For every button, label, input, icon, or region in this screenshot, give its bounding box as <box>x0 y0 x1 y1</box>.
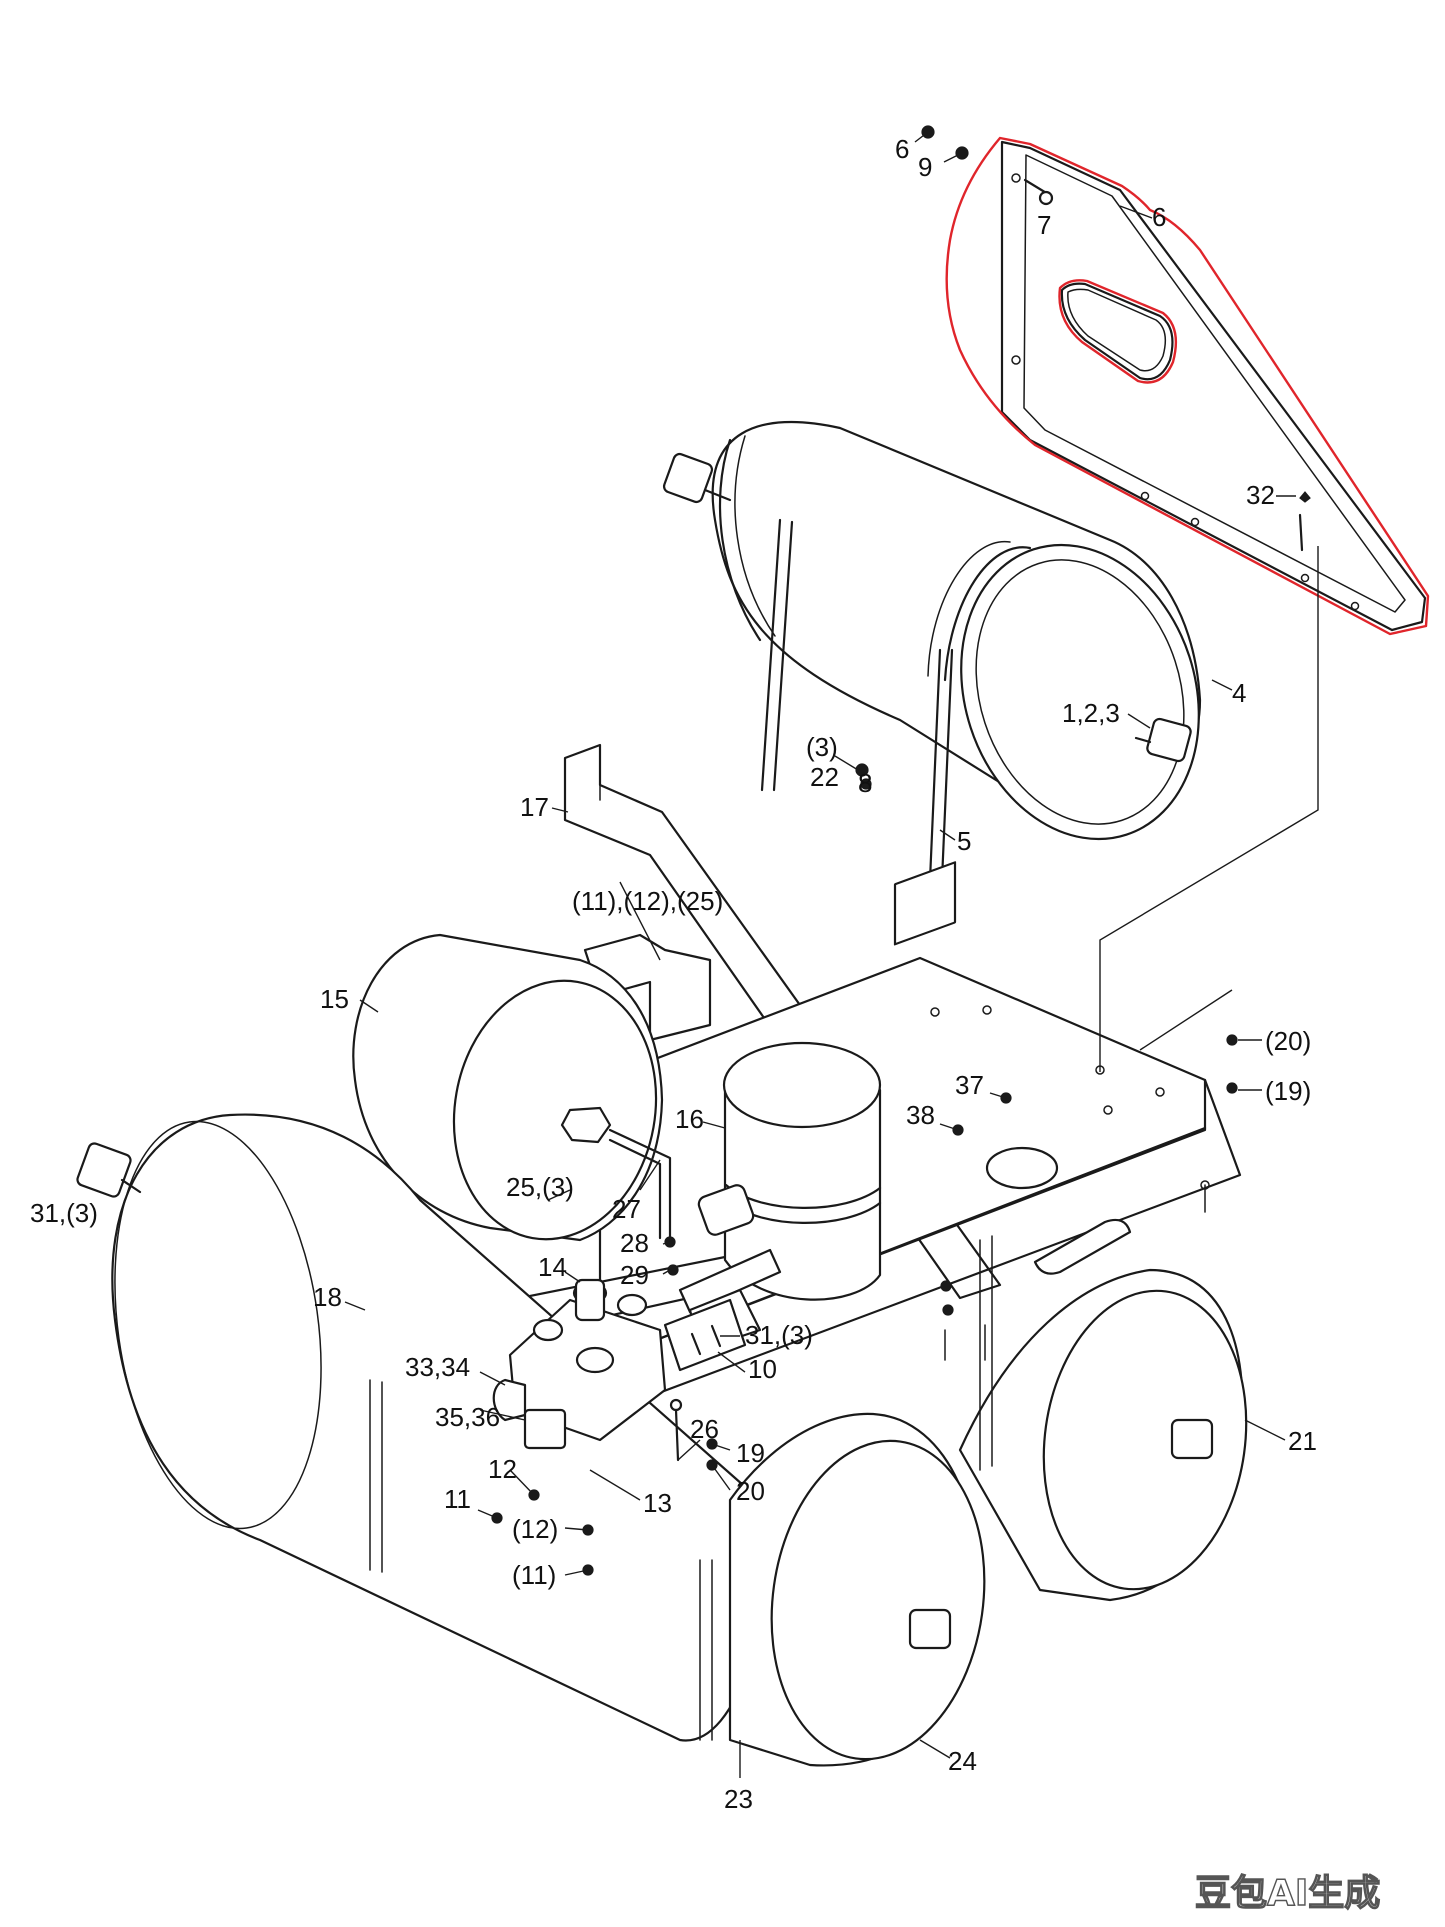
callout-15: 15 <box>320 984 349 1014</box>
callout-31-3-left: 31,(3) <box>30 1198 98 1228</box>
callout-10: 10 <box>748 1354 777 1384</box>
lower-air-tank-23 <box>76 1113 767 1742</box>
callout-24: 24 <box>948 1746 977 1776</box>
callout-23: 23 <box>724 1784 753 1814</box>
callout-18: 18 <box>313 1282 342 1312</box>
callout-5: 5 <box>957 826 971 856</box>
callout-32: 32 <box>1246 480 1275 510</box>
leader-lines <box>344 131 1319 1778</box>
callout-31-3-mid: 31,(3) <box>745 1320 813 1350</box>
callout-16: 16 <box>675 1104 704 1134</box>
callout-25-3: 25,(3) <box>506 1172 574 1202</box>
callout-35-36: 35,36 <box>435 1402 500 1432</box>
callout-26: 26 <box>690 1414 719 1444</box>
callout-9: 9 <box>918 152 932 182</box>
highlight-outline <box>945 136 1430 636</box>
callout-28: 28 <box>620 1228 649 1258</box>
callout-27: 27 <box>612 1194 641 1224</box>
fastener-set-top <box>921 125 1311 552</box>
callout-7: 7 <box>1037 210 1051 240</box>
callout-38: 38 <box>906 1100 935 1130</box>
callout-21: 21 <box>1288 1426 1317 1456</box>
callout-19: 19 <box>736 1438 765 1468</box>
callout-11-12-25: (11),(12),(25) <box>572 886 723 916</box>
callout-12-paren: (12) <box>512 1514 558 1544</box>
air-tank-24 <box>728 1412 986 1767</box>
callout-17: 17 <box>520 792 549 822</box>
callout-6-top: 6 <box>895 134 909 164</box>
air-tank-21 <box>958 1235 1248 1602</box>
mounting-bracket-part <box>945 136 1430 636</box>
callout-6-bracket: 6 <box>1152 202 1166 232</box>
callout-20: 20 <box>736 1476 765 1506</box>
callout-22: 22 <box>810 762 839 792</box>
callout-20-paren: (20) <box>1265 1026 1311 1056</box>
callout-29: 29 <box>620 1260 649 1290</box>
callout-1-2-3: 1,2,3 <box>1062 698 1120 728</box>
callout-11: 11 <box>444 1484 471 1514</box>
callout-37: 37 <box>955 1070 984 1100</box>
upper-air-tank <box>662 420 1202 882</box>
callout-3-paren: (3) <box>806 732 838 762</box>
callout-33-34: 33,34 <box>405 1352 470 1382</box>
callout-12: 12 <box>488 1454 517 1484</box>
ai-watermark: 豆包AI生成 <box>1195 1873 1380 1914</box>
callout-14: 14 <box>538 1252 567 1282</box>
callout-labels: 6 9 7 6 32 4 1,2,3 (3) 22 8 5 17 (11),(1… <box>30 134 1317 1814</box>
callout-11-paren: (11) <box>512 1560 556 1590</box>
callout-13: 13 <box>643 1488 672 1518</box>
callout-19-paren: (19) <box>1265 1076 1311 1106</box>
callout-8: 8 <box>858 768 872 798</box>
callout-4: 4 <box>1232 678 1246 708</box>
air-tank-15 <box>352 933 672 1242</box>
valve-assembly-14 <box>492 1278 747 1450</box>
